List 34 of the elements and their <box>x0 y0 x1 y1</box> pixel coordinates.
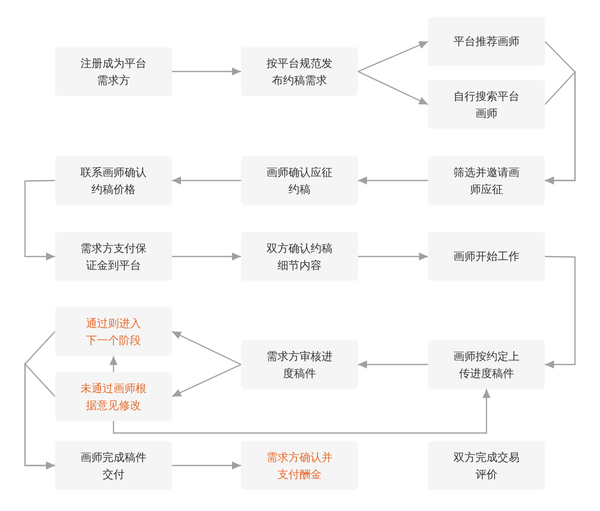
arrow <box>358 176 428 184</box>
arrow <box>172 176 241 184</box>
process-box: 画师完成稿件交付 <box>55 441 172 490</box>
process-box: 双方确认约稿细节内容 <box>241 232 358 281</box>
process-box: 自行搜索平台画师 <box>428 80 545 129</box>
process-box: 画师开始工作 <box>428 232 545 281</box>
arrow <box>24 180 56 260</box>
process-box: 需求方支付保证金到平台 <box>55 232 172 281</box>
process-box: 需求方确认并支付酬金 <box>241 441 358 490</box>
arrow <box>172 364 242 398</box>
process-box: 画师确认应征约稿 <box>241 156 358 205</box>
process-box: 按平台规范发布约稿需求 <box>241 47 358 96</box>
arrow <box>358 70 428 106</box>
process-box: 联系画师确认约稿价格 <box>55 156 172 205</box>
arrow <box>110 356 118 372</box>
arrow <box>172 330 242 366</box>
process-box: 未通过画师根据意见修改 <box>55 372 172 421</box>
arrow <box>358 360 428 368</box>
process-box: 双方完成交易评价 <box>428 441 545 490</box>
arrow <box>544 70 576 184</box>
arrow <box>544 256 576 368</box>
process-box: 画师按约定上传进度稿件 <box>428 340 545 389</box>
process-box: 注册成为平台需求方 <box>55 47 172 96</box>
process-box: 需求方审核进度稿件 <box>241 340 358 389</box>
arrow <box>358 40 428 72</box>
process-box: 平台推荐画师 <box>428 17 545 66</box>
arrow <box>112 389 490 434</box>
arrow <box>172 68 241 76</box>
arrow <box>172 252 241 260</box>
process-box: 筛选并邀请画师应征 <box>428 156 545 205</box>
process-box: 通过则进入下一个阶段 <box>55 307 172 356</box>
arrow <box>172 462 241 470</box>
arrow <box>24 362 56 470</box>
arrow <box>358 252 428 260</box>
